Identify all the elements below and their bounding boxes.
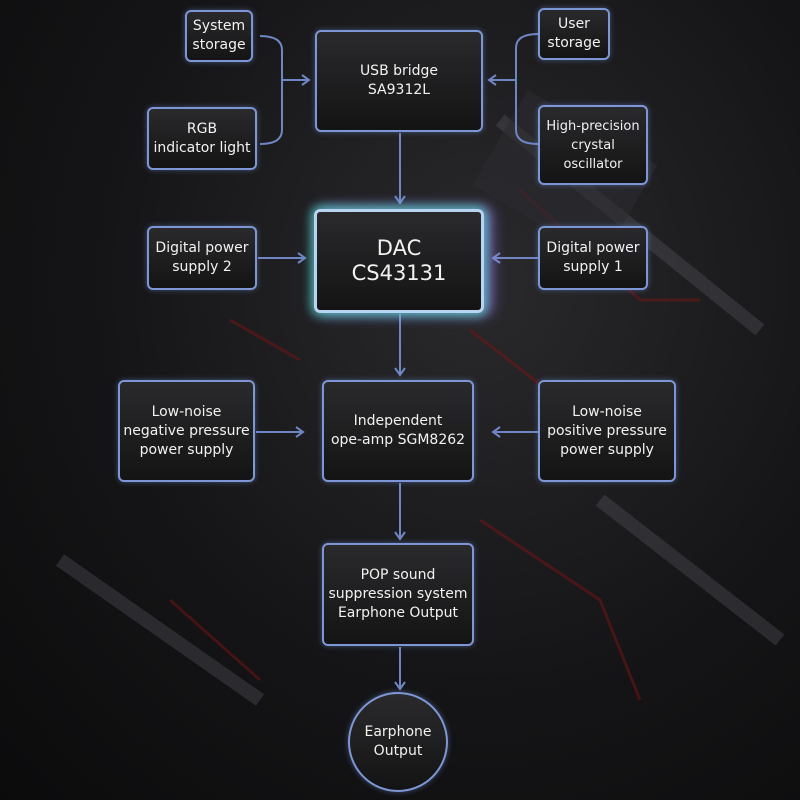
node-usb-bridge: USB bridge SA9312L [315,30,483,132]
node-earphone-output: Earphone Output [348,692,448,792]
node-label: DAC CS43131 [351,236,447,285]
node-label: RGB indicator light [153,120,251,156]
node-op-amp: Independent ope-amp SGM8262 [322,380,474,482]
node-label: USB bridge SA9312L [359,63,439,98]
node-rgb-indicator-light: RGB indicator light [147,107,257,170]
node-label: Digital power supply 1 [546,240,640,275]
node-label: POP sound suppression system Earphone Ou… [328,567,468,621]
node-positive-power-supply: Low-noise positive pressure power supply [538,380,676,482]
node-digital-power-supply-2: Digital power supply 2 [147,226,257,290]
node-crystal-oscillator: High-precision crystal oscillator [538,105,648,185]
node-label: System storage [192,18,246,53]
node-pop-suppression: POP sound suppression system Earphone Ou… [322,543,474,646]
node-user-storage: User storage [538,8,610,60]
node-digital-power-supply-1: Digital power supply 1 [538,226,648,290]
node-label: Low-noise positive pressure power supply [547,403,667,458]
node-label: User storage [547,16,601,51]
node-label: Digital power supply 2 [155,240,249,275]
node-negative-power-supply: Low-noise negative pressure power supply [118,380,255,482]
node-label: Independent ope-amp SGM8262 [330,413,466,448]
node-system-storage: System storage [185,10,253,62]
node-label: Low-noise negative pressure power supply [123,403,250,458]
node-label: Earphone Output [364,724,432,759]
node-dac: DAC CS43131 [314,209,484,313]
node-label: High-precision crystal oscillator [546,118,640,172]
